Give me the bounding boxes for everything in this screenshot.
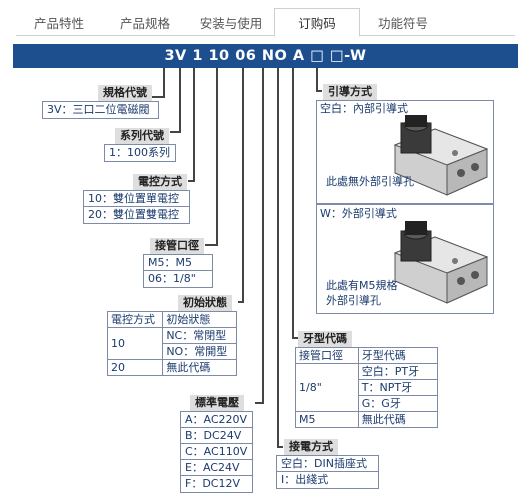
tab-bar: 产品特性 产品规格 安装与使用 订购码 功能符号 [16, 8, 515, 37]
pilot-internal-box: 空白：內部引導式 此處無外部引導孔 [316, 100, 494, 204]
initial-state-table: 電控方式 初始狀態 10 NC：常閉型 NO：常開型 20 無此代碼 [106, 311, 237, 376]
series-code-title: 系列代號 [115, 128, 169, 144]
control-option-20: 20：雙位置雙電控 [88, 208, 179, 221]
control-method-title: 電控方式 [133, 174, 187, 190]
thread-option-g: G：G牙 [357, 395, 439, 412]
port-option-06: 06：1/8" [148, 272, 196, 285]
tab-order-code[interactable]: 订购码 [274, 8, 360, 37]
port-size-title: 接管口徑 [150, 238, 204, 254]
voltage-option-a: A：AC220V [181, 412, 252, 428]
initial-row20-label: 20 [106, 359, 164, 376]
control-option-10: 10：雙位置單電控 [84, 191, 189, 207]
connection-box: 空白：DIN插座式 I：出綫式 [276, 455, 379, 489]
voltage-option-e: E：AC24V [181, 460, 252, 476]
voltage-box: A：AC220V B：DC24V C：AC110V E：AC24V F：DC12… [180, 411, 253, 493]
pilot-external-note-2: 外部引導孔 [326, 294, 381, 307]
initial-header-state: 初始狀態 [162, 311, 237, 328]
initial-state-title: 初始狀態 [178, 295, 232, 311]
pilot-internal-note: 此處無外部引導孔 [326, 175, 414, 188]
pilot-external-note-1: 此處有M5規格 [326, 279, 398, 292]
voltage-option-c: C：AC110V [181, 444, 252, 460]
model-code-bar: 3V 1 10 06 NO A □ □-W [13, 44, 518, 68]
spec-code-value: 3V：三口二位電磁閥 [47, 103, 150, 116]
tab-product-specs[interactable]: 产品规格 [119, 15, 170, 31]
series-code-box: 1：100系列 [104, 144, 176, 162]
thread-option-npt: T：NPT牙 [357, 379, 439, 396]
tab-installation[interactable]: 安装与使用 [199, 15, 263, 31]
valve-internal-pilot-image [393, 115, 489, 196]
voltage-option-b: B：DC24V [181, 428, 252, 444]
initial-row10-no: NO：常開型 [162, 343, 237, 360]
tab-product-features[interactable]: 产品特性 [33, 15, 84, 31]
connection-option-lead: I：出綫式 [281, 473, 329, 486]
series-code-value: 1：100系列 [109, 146, 170, 159]
thread-header-port: 接管口徑 [295, 347, 359, 364]
thread-row-m5-value: 無此代碼 [357, 411, 439, 428]
port-size-box: M5：M5 06：1/8" [143, 254, 213, 288]
voltage-title: 標準電壓 [190, 395, 244, 411]
valve-external-pilot-image [393, 221, 489, 304]
connection-option-din: 空白：DIN插座式 [277, 456, 378, 472]
voltage-option-f: F：DC12V [185, 477, 240, 490]
pilot-external-label: W：外部引導式 [320, 207, 397, 220]
thread-header-code: 牙型代碼 [357, 347, 439, 364]
initial-row20-value: 無此代碼 [162, 359, 237, 376]
initial-row10-label: 10 [106, 327, 164, 360]
thread-option-pt: 空白：PT牙 [357, 363, 439, 380]
thread-row-m5-label: M5 [295, 411, 359, 428]
control-method-box: 10：雙位置單電控 20：雙位置雙電控 [83, 190, 190, 224]
tab-function-symbol[interactable]: 功能符号 [377, 15, 428, 31]
spec-code-title: 規格代號 [98, 85, 152, 101]
spec-code-box: 3V：三口二位電磁閥 [42, 101, 159, 119]
initial-header-control: 電控方式 [106, 311, 164, 328]
initial-row10-nc: NC：常閉型 [162, 327, 237, 344]
pilot-method-title: 引導方式 [323, 84, 377, 100]
thread-code-table: 接管口徑 牙型代碼 1/8" 空白：PT牙 T：NPT牙 G：G牙 M5 無此代… [295, 347, 439, 428]
connection-title: 接電方式 [284, 439, 338, 455]
port-option-m5: M5：M5 [144, 255, 212, 271]
pilot-external-box: W：外部引導式 此處有M5規格 外部引導孔 [316, 204, 494, 314]
thread-code-title: 牙型代碼 [298, 331, 352, 347]
pilot-internal-label: 空白：內部引導式 [320, 102, 408, 115]
thread-row-18-label: 1/8" [295, 363, 359, 412]
